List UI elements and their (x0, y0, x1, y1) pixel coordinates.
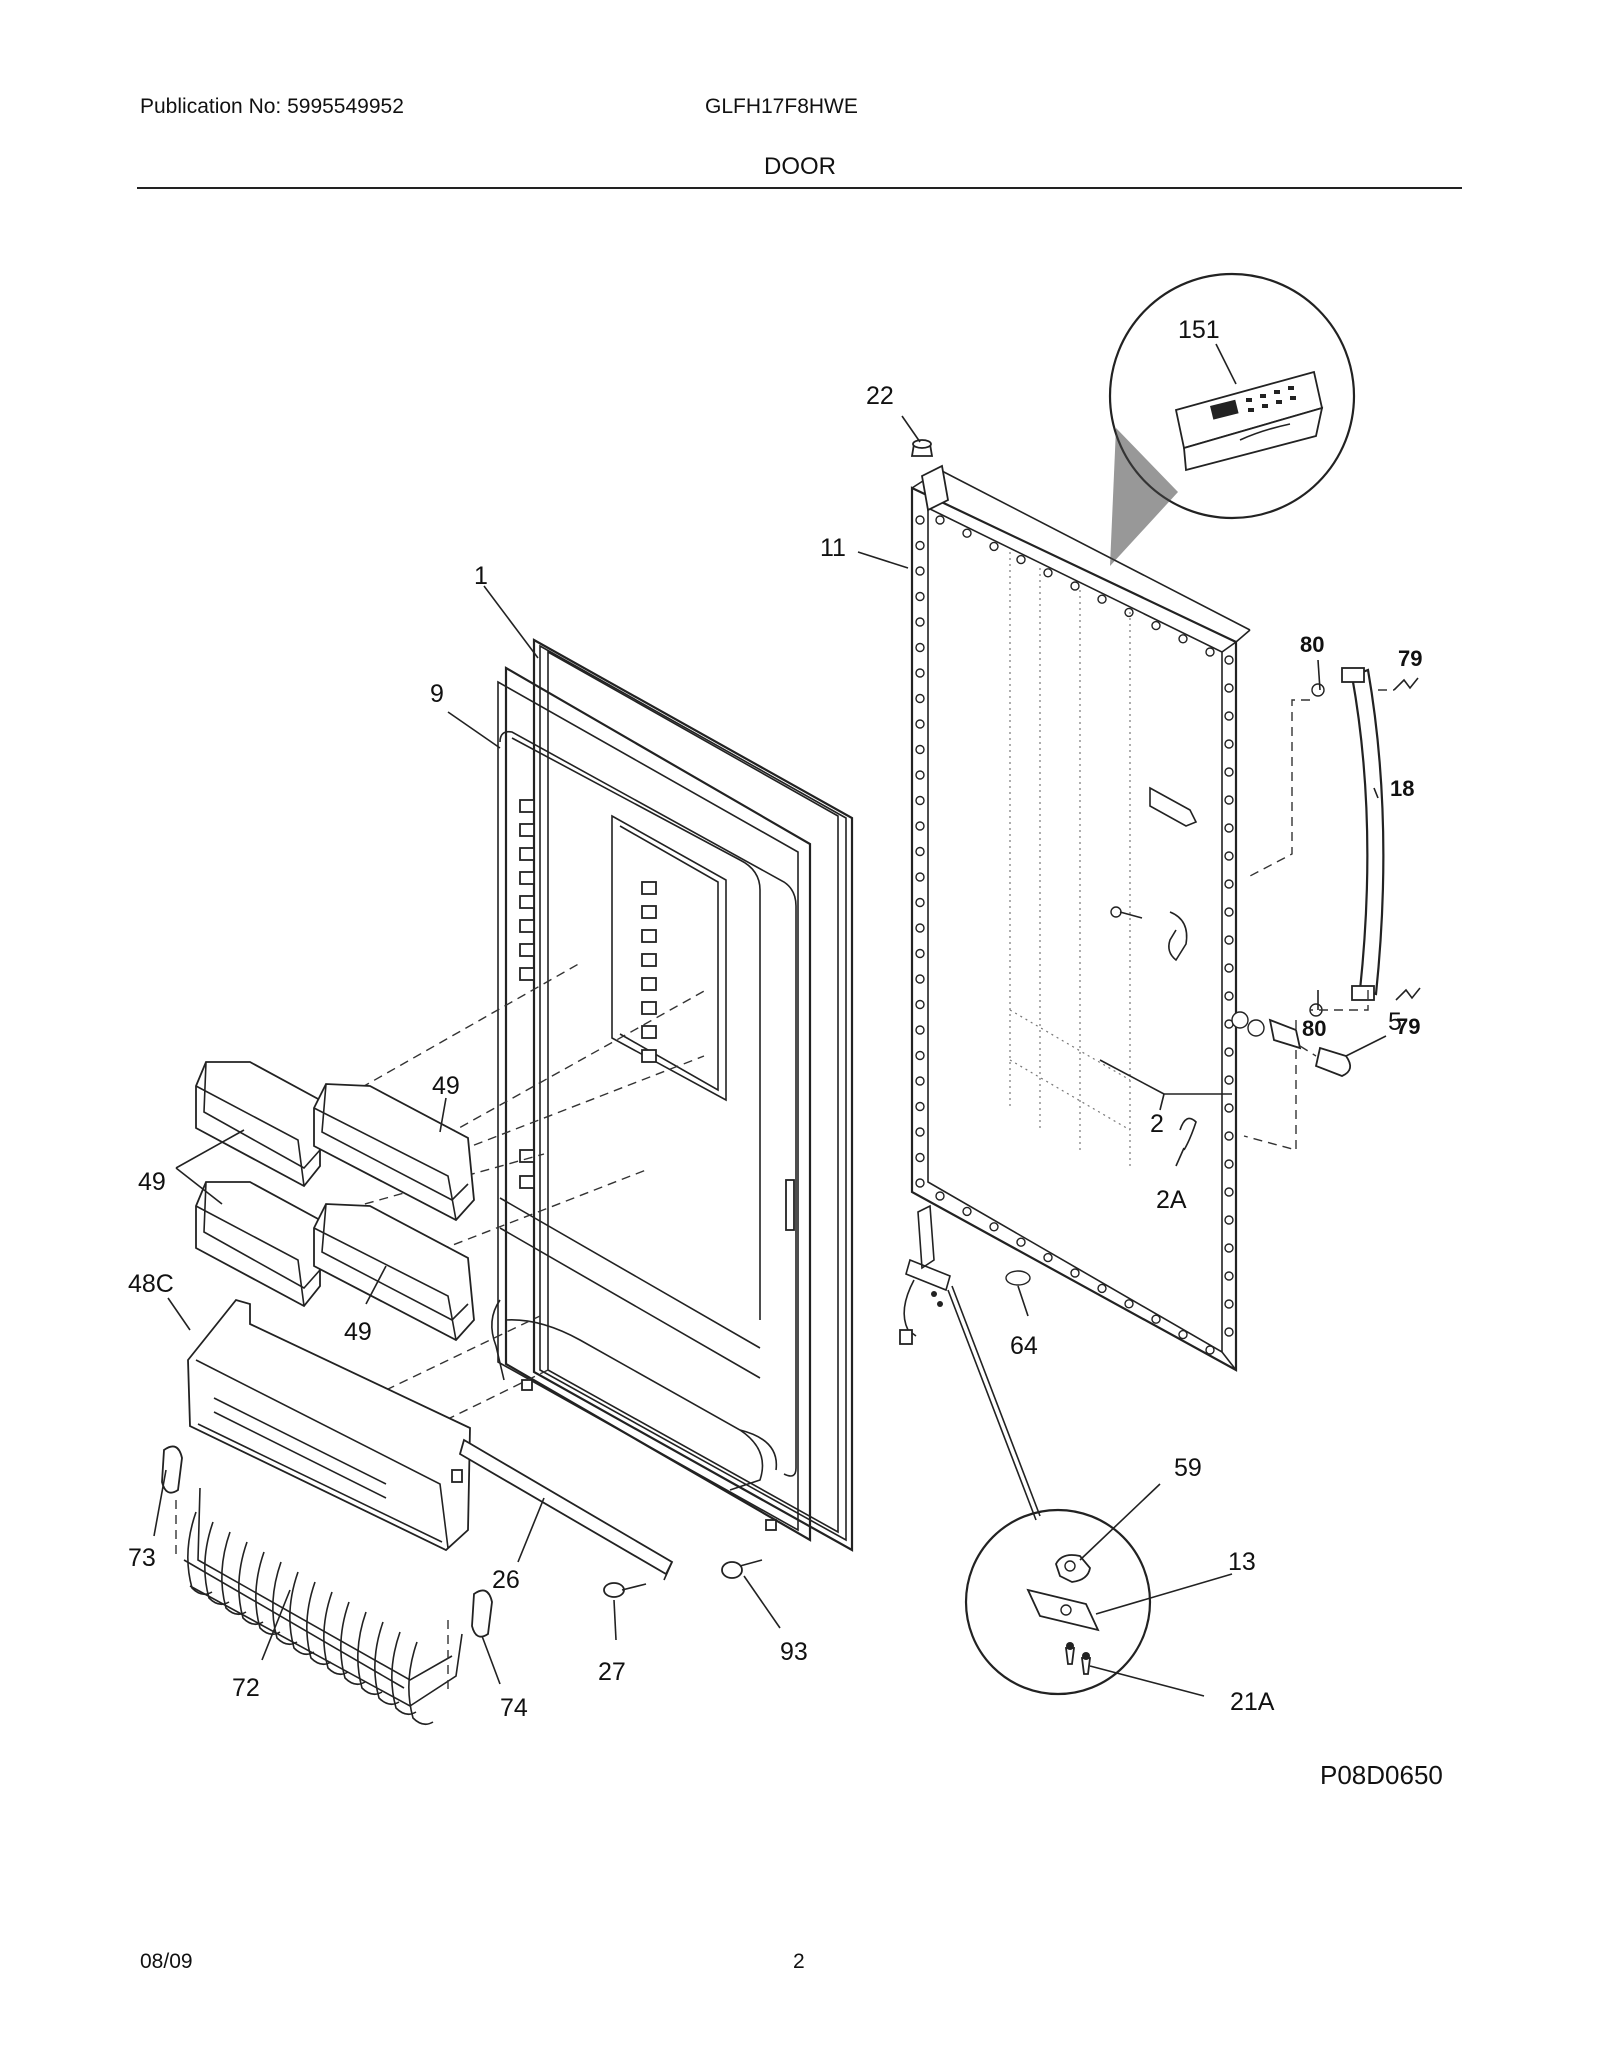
callout-18: 18 (1390, 776, 1414, 801)
control-panel-detail (1108, 272, 1356, 566)
callout-64: 64 (1010, 1332, 1038, 1360)
dairy-bin (187, 1298, 471, 1552)
door-bin-lower-right (313, 1203, 475, 1342)
door-handle (1309, 667, 1421, 1017)
callout-74: 74 (500, 1694, 528, 1722)
header-rule (137, 187, 1462, 189)
diagram-code: P08D0650 (1320, 1760, 1443, 1790)
callout-80-upper: 80 (1300, 632, 1324, 657)
inner-door-liner (491, 666, 812, 1542)
publication-number: Publication No: 5995549952 (140, 95, 404, 118)
rack-end-cap-73 (161, 1445, 183, 1494)
callout-2: 2 (1150, 1110, 1164, 1138)
callout-11: 11 (820, 534, 846, 562)
callout-79-upper: 79 (1398, 646, 1422, 671)
fastener-93 (721, 1559, 763, 1579)
callout-72: 72 (232, 1674, 260, 1702)
page-number: 2 (793, 1950, 805, 1973)
callout-1: 1 (474, 562, 488, 590)
rack-end-cap-74 (471, 1589, 493, 1638)
callout-22: 22 (866, 382, 894, 410)
footer-date: 08/09 (140, 1950, 193, 1973)
wire-rack (183, 1487, 463, 1726)
hinge-detail (964, 1508, 1152, 1696)
callout-49-bottom: 49 (344, 1318, 372, 1346)
callout-93: 93 (780, 1638, 808, 1666)
callout-49-top: 49 (432, 1072, 460, 1100)
callout-5: 5 (1388, 1008, 1402, 1036)
callout-80-lower: 80 (1302, 1016, 1326, 1041)
callout-79-lower: 79 (1396, 1014, 1420, 1039)
door-bin-upper-right (313, 1083, 475, 1222)
model-number: GLFH17F8HWE (705, 95, 858, 118)
callout-73: 73 (128, 1544, 156, 1572)
outer-door-panel (910, 464, 1265, 1372)
leader-lines (153, 343, 1387, 1697)
callout-59: 59 (1174, 1454, 1202, 1482)
fastener-27 (603, 1582, 647, 1598)
door-bin-lower-left (195, 1181, 321, 1308)
callout-27: 27 (598, 1658, 626, 1686)
callout-49-left: 49 (138, 1168, 166, 1196)
callout-2A: 2A (1156, 1186, 1187, 1214)
lock-cylinder (1268, 1018, 1352, 1077)
callout-9: 9 (430, 680, 444, 708)
callout-13: 13 (1228, 1548, 1256, 1576)
door-bin-upper-left (195, 1061, 321, 1188)
section-title: DOOR (764, 153, 836, 180)
bottom-hinge-assembly (899, 1204, 1031, 1345)
shelf-trim (458, 1438, 674, 1576)
callout-48C: 48C (128, 1270, 174, 1298)
door-gasket (532, 638, 854, 1552)
callout-151: 151 (1178, 316, 1220, 344)
callout-21A: 21A (1230, 1688, 1275, 1716)
callout-26: 26 (492, 1566, 520, 1594)
grommet-22 (910, 439, 934, 457)
